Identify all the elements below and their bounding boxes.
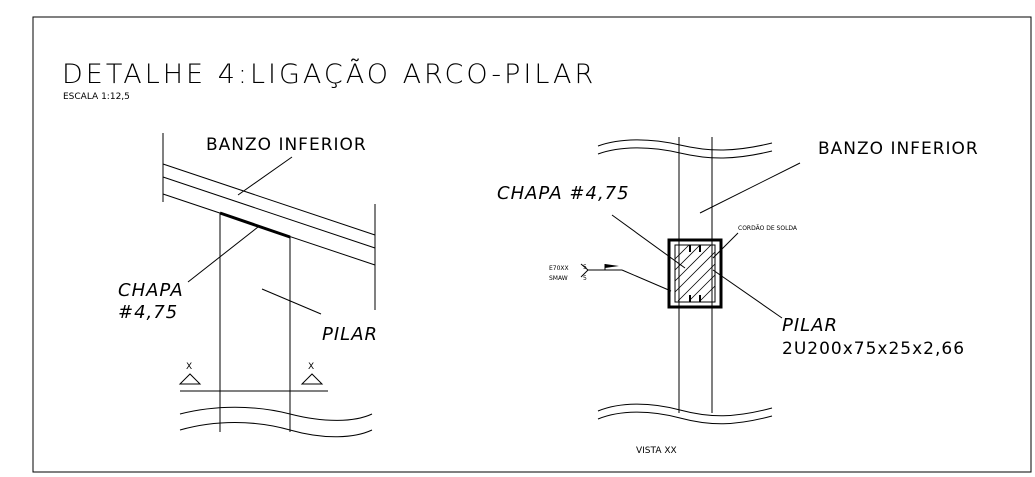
cordao-de-solda-label: CORDÃO DE SOLDA bbox=[738, 225, 798, 232]
chapa-plate bbox=[219, 211, 291, 239]
bottom-break-line-upper bbox=[179, 406, 373, 421]
banzo-leader bbox=[237, 156, 293, 196]
pilar-section-inner bbox=[674, 244, 716, 303]
chapa-label-right: CHAPA #4,75 bbox=[497, 183, 630, 204]
vista-xx-label: VISTA XX bbox=[636, 446, 677, 456]
banzo-leader-right bbox=[699, 162, 801, 214]
chapa-leader-right bbox=[611, 214, 686, 269]
weld-size-top: 5 bbox=[583, 264, 587, 271]
banzo-middle-line bbox=[162, 176, 376, 249]
banzo-top-line bbox=[162, 163, 376, 236]
pilar-section-hatch bbox=[674, 244, 716, 302]
right-view: E70XX SMAW 5 5 BANZO INFERIOR CHAPA #4,7… bbox=[497, 137, 979, 456]
weld-field-flag bbox=[605, 264, 619, 268]
chapa-label-line1: CHAPA bbox=[118, 280, 184, 301]
pilar-leader bbox=[261, 288, 322, 315]
scale-label: ESCALA 1:12,5 bbox=[63, 92, 130, 102]
pilar-leader-right bbox=[712, 269, 783, 319]
left-view: X X BANZO INFERIOR CHAPA #4,75 PILAR bbox=[118, 133, 378, 438]
top-break-line-2 bbox=[597, 147, 773, 159]
section-mark-right-text: X bbox=[308, 362, 314, 372]
top-break-line-1 bbox=[597, 139, 773, 151]
pilar-label-right: PILAR bbox=[782, 315, 838, 336]
pilar-section-outer bbox=[667, 238, 723, 309]
weld-tail-lower bbox=[580, 269, 589, 278]
weld-arrow-line bbox=[621, 269, 672, 292]
pilar-profile-label: 2U200x75x25x2,66 bbox=[782, 339, 965, 359]
bottom-break-line-2 bbox=[597, 411, 773, 425]
drawing-frame bbox=[32, 16, 1032, 473]
weld-size-bottom: 5 bbox=[583, 275, 587, 282]
weld-process-label: SMAW bbox=[549, 275, 568, 282]
chapa-label-line2: #4,75 bbox=[118, 302, 178, 323]
bottom-break-line-1 bbox=[597, 403, 773, 417]
section-mark-right-triangle bbox=[300, 373, 324, 385]
section-mark-left-triangle bbox=[178, 373, 202, 385]
banzo-inferior-label-right: BANZO INFERIOR bbox=[818, 139, 979, 159]
pilar-label: PILAR bbox=[322, 324, 378, 345]
cordao-leader bbox=[712, 232, 739, 259]
section-mark-left-text: X bbox=[186, 362, 192, 372]
bottom-break-line-lower bbox=[179, 422, 373, 438]
banzo-inferior-label: BANZO INFERIOR bbox=[206, 135, 367, 155]
chapa-leader bbox=[187, 226, 259, 283]
weld-tail-upper bbox=[580, 263, 589, 271]
weld-electrode-label: E70XX bbox=[549, 265, 569, 272]
detail-title: DETALHE 4:LIGAÇÃO ARCO-PILAR bbox=[62, 58, 596, 90]
